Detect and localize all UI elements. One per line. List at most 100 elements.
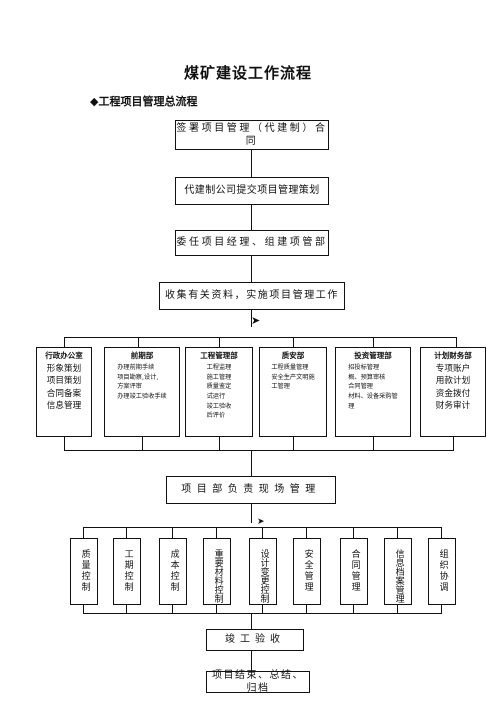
connector-line — [262, 605, 263, 613]
dept-preliminary: 前期部 办理前期手续 项目勘察,设计, 方案评审 办理竣工验收手续 — [104, 347, 180, 437]
step-collect-info: 收集有关资料，实施项目管理工作 — [159, 282, 345, 310]
dept-item: 财务审计 — [435, 400, 471, 411]
dept-item: 试运行 — [206, 392, 226, 400]
control-label: 工期控制 — [122, 549, 133, 593]
connector-line — [373, 337, 374, 347]
dept-admin-office: 行政办公室 形象策划 项目策划 合同备案 信息管理 — [36, 347, 92, 437]
connector-line — [83, 527, 84, 538]
dept-item: 合同备案 — [46, 388, 82, 399]
connector-line — [216, 527, 217, 538]
connector-line — [441, 527, 442, 538]
connector-line — [138, 337, 139, 347]
dept-planning-finance: 计划财务部 专项账户 用款计划 资金拨付 财务审计 — [420, 347, 486, 437]
connector-line — [353, 605, 354, 613]
page-title: 煤矿建设工作流程 — [183, 64, 312, 82]
connector-line — [251, 256, 252, 282]
step-sign-contract: 签署项目管理（代建制）合同 — [175, 120, 329, 150]
connector-line — [251, 504, 252, 523]
control-label: 合同管理 — [349, 549, 360, 593]
step-appoint-manager: 委任项目经理、组建项管部 — [175, 230, 329, 256]
dept-item: 工程质量管理 — [271, 364, 309, 372]
control-schedule: 工期控制 — [113, 538, 141, 605]
control-coordination: 组织协调 — [428, 538, 456, 605]
connector-line — [216, 605, 217, 613]
dept-name: 前期部 — [130, 351, 154, 360]
connector-line — [373, 437, 374, 450]
dept-item: 形象策划 — [46, 364, 82, 375]
dept-investment: 投资管理部 招投标管理 概、预算审核 合同管理 材料、设备采购管 理 — [335, 347, 411, 437]
connector-line — [142, 437, 143, 450]
connector-line — [64, 337, 456, 338]
dept-item: 办理前期手续 — [117, 364, 155, 372]
connector-line — [251, 613, 252, 629]
control-label: 信息档案管理 — [393, 549, 404, 603]
connector-line — [64, 437, 65, 450]
connector-line — [64, 450, 454, 451]
connector-line — [456, 337, 457, 347]
connector-line — [219, 437, 220, 450]
control-label: 组织协调 — [437, 549, 448, 593]
dept-item: 招投标管理 — [348, 364, 380, 372]
connector-line — [251, 450, 252, 476]
control-label: 质量控制 — [79, 549, 90, 593]
connector-line — [219, 337, 220, 347]
connector-line — [441, 605, 442, 613]
connector-line — [251, 205, 252, 230]
dept-item: 安全生产文明施 — [271, 373, 315, 381]
dept-item: 项目勘察,设计, — [117, 373, 159, 381]
control-cost: 成本控制 — [159, 538, 187, 605]
dept-item: 资金拨付 — [435, 388, 471, 399]
control-quality: 质量控制 — [70, 538, 98, 605]
dept-item: 工程监理 — [206, 364, 232, 372]
dept-item: 工管理 — [271, 383, 290, 391]
connector-line — [251, 150, 252, 177]
connector-line — [306, 527, 307, 538]
section-subtitle: ◆工程项目管理总流程 — [90, 95, 198, 108]
dept-quality-safety: 质安部 工程质量管理 安全生产文明施 工管理 — [259, 347, 327, 437]
dept-engineering: 工程管理部 工程监理 施工管理 质量鉴定 试运行 竣工验收 后评价 — [185, 347, 253, 437]
control-design-change: 设计变更控制 — [249, 538, 277, 605]
connector-line — [353, 527, 354, 538]
control-label: 成本控制 — [168, 549, 179, 593]
step-completion-acceptance: 竣工验收 — [206, 629, 304, 651]
dept-item: 信息管理 — [46, 400, 82, 411]
connector-line — [126, 605, 127, 613]
dept-item: 用款计划 — [435, 376, 471, 387]
dept-name: 质安部 — [281, 351, 305, 360]
dept-item: 材料、设备采购管 — [348, 392, 398, 400]
connector-line — [172, 527, 173, 538]
dept-item: 质量鉴定 — [206, 383, 232, 391]
connector-line — [126, 527, 127, 538]
step-site-management: 项目部负责现场管理 — [166, 476, 336, 504]
connector-line — [251, 651, 252, 671]
connector-line — [306, 605, 307, 613]
dept-item: 方案评审 — [117, 383, 142, 391]
control-label: 安全管理 — [302, 549, 313, 593]
dept-item: 项目策划 — [46, 376, 82, 387]
dept-item: 后评价 — [206, 412, 226, 420]
connector-line — [262, 527, 263, 538]
dept-name: 工程管理部 — [200, 351, 238, 360]
connector-line — [293, 437, 294, 450]
connector-line — [397, 527, 398, 538]
dept-item: 专项账户 — [435, 364, 471, 375]
step-submit-plan: 代建制公司提交项目管理策划 — [175, 177, 329, 205]
control-contract: 合同管理 — [340, 538, 368, 605]
dept-item: 办理竣工验收手续 — [117, 392, 167, 400]
connector-line — [251, 310, 252, 327]
control-safety: 安全管理 — [293, 538, 321, 605]
control-materials: 重要材料控制 — [203, 538, 231, 605]
control-archives: 信息档案管理 — [384, 538, 412, 605]
connector-line — [172, 605, 173, 613]
connector-line — [64, 337, 65, 347]
dept-item: 施工管理 — [206, 373, 232, 381]
step-project-closeout: 项目结束、总结、归档 — [206, 670, 310, 694]
dept-name: 投资管理部 — [354, 351, 392, 360]
connector-line — [83, 613, 442, 614]
control-label: 设计变更控制 — [258, 549, 269, 603]
dept-item: 竣工验收 — [206, 402, 232, 410]
connector-line — [453, 437, 454, 450]
dept-item: 概、预算审核 — [348, 373, 386, 381]
connector-line — [83, 605, 84, 613]
dept-item: 合同管理 — [348, 383, 373, 391]
